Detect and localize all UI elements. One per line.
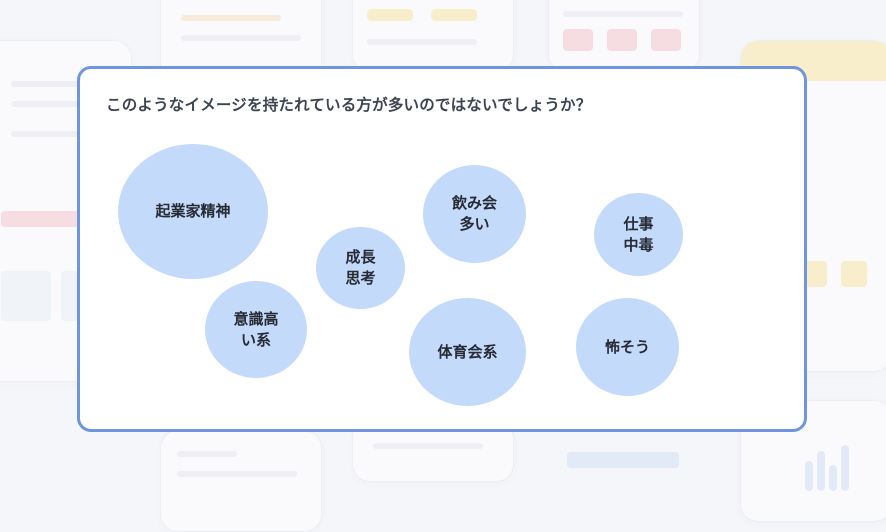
slide-frame: このようなイメージを持たれている方が多いのではないでしょうか？ 起業家精神 意識… (77, 66, 807, 432)
bubble-entrepreneur: 起業家精神 (118, 144, 268, 279)
slide-title: このようなイメージを持たれている方が多いのではないでしょうか？ (106, 96, 592, 114)
bubble-label: 起業家精神 (155, 202, 231, 220)
background-phone-center-right (548, 0, 700, 72)
bubble-scary: 怖そう (576, 298, 679, 396)
bubble-label: 飲み会 多い (451, 194, 497, 233)
bubble-growth: 成長 思考 (316, 227, 405, 309)
bubble-label: 仕事 中毒 (623, 214, 654, 254)
background-phone-bottom-left (160, 430, 322, 532)
bubble-drinking: 飲み会 多い (423, 165, 526, 263)
bubble-label: 怖そう (604, 337, 650, 356)
bubble-high-awareness: 意識高 い系 (205, 281, 307, 378)
bubble-label: 意識高 い系 (233, 309, 279, 349)
background-phone-center (352, 0, 514, 72)
background-button (567, 452, 679, 468)
bubble-label: 成長 思考 (345, 248, 376, 287)
bubble-label: 体育会系 (437, 342, 498, 361)
bubble-athletic: 体育会系 (409, 298, 526, 406)
bubble-workaholic: 仕事 中毒 (594, 193, 683, 276)
